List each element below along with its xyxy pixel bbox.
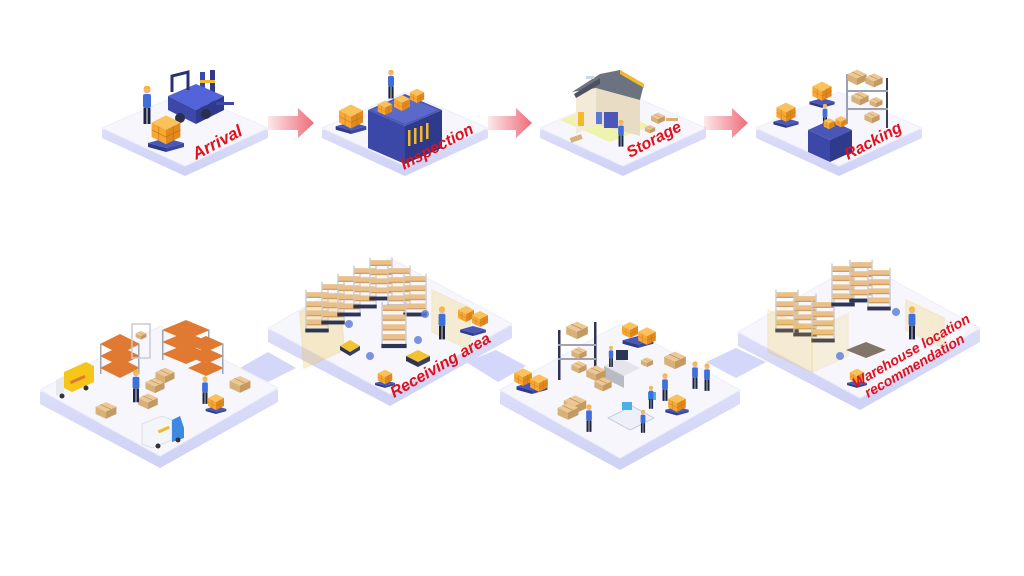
- zone-loading-floor: [38, 320, 280, 468]
- fenced-rack-icon: [767, 259, 945, 374]
- truck-icon: [56, 362, 94, 399]
- step-racking: Racking: [754, 69, 924, 176]
- zone-office-processing: [498, 321, 742, 470]
- robotic-shelving-icon: [299, 257, 471, 370]
- flow-arrow: [488, 108, 532, 138]
- zone-connector: [466, 350, 526, 382]
- warehouse-building-icon: [572, 70, 644, 136]
- step-storage: Storage: [538, 70, 708, 176]
- rack-shelf-icon: [846, 69, 888, 128]
- zone-connector: [240, 352, 296, 382]
- agv-robot-icon: [406, 350, 430, 367]
- forklift-icon: [168, 70, 234, 124]
- zone-connector: [706, 348, 766, 378]
- worker-icon: [388, 70, 394, 99]
- step-arrival: Arrival: [100, 70, 270, 176]
- shelf-orange: [188, 336, 224, 376]
- agv-robot-icon: [340, 340, 360, 356]
- flow-arrow: [268, 108, 314, 138]
- zone-receiving-area: Receiving area: [266, 257, 514, 406]
- tile-top: [736, 261, 982, 399]
- zone-warehouse-location: Warehouse location recommendation: [736, 259, 982, 410]
- warehouse-floor-icon: [56, 320, 251, 449]
- shelf-orange: [100, 334, 140, 378]
- shelf-orange: [162, 320, 210, 364]
- desk-icon: [604, 350, 640, 388]
- flow-arrow: [704, 108, 748, 138]
- step-inspection: Inspection: [320, 70, 490, 176]
- office-desk-icon: [557, 321, 656, 433]
- van-icon: [141, 415, 184, 449]
- dark-rack: [558, 321, 597, 380]
